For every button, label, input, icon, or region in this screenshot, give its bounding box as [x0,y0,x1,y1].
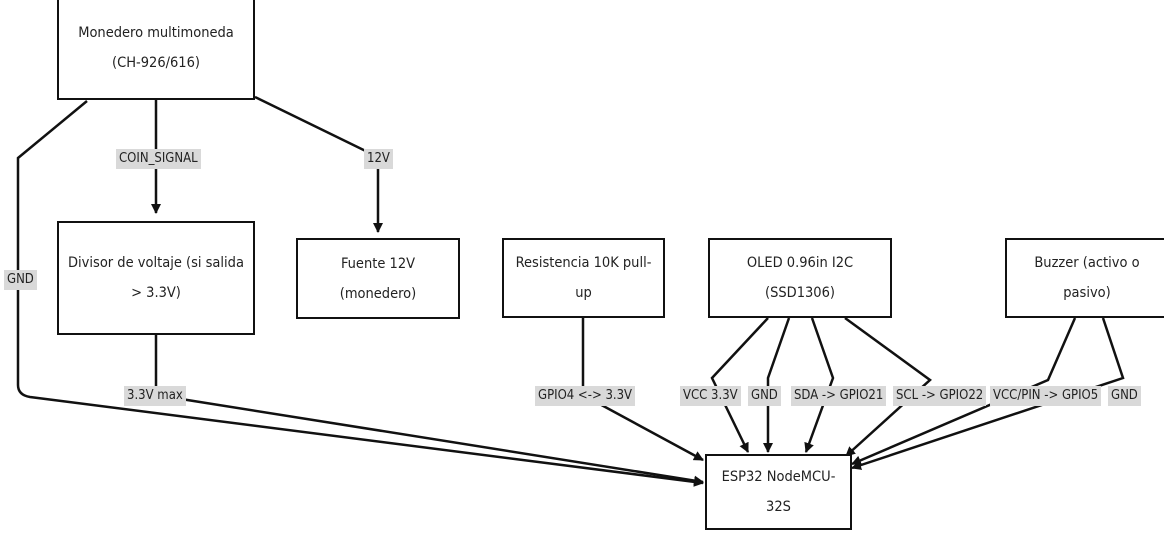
coin-acceptor-label: Monedero multimoneda (CH-926/616) [78,25,234,71]
edge-label-buzzer-vcc: VCC/PIN -> GPIO5 [990,386,1102,406]
pullup-resistor-label: Resistencia 10K pull-up [515,255,652,301]
voltage-divider-label: Divisor de voltaje (si salida > 3.3V) [68,255,244,301]
edge-label-oled-vcc: VCC 3.3V [680,386,741,406]
edge-label-oled-sda: SDA -> GPIO21 [791,386,887,406]
edge-label-buzzer-gnd: GND [1108,386,1141,406]
esp32-label: ESP32 NodeMCU-32S [721,469,836,515]
edge-label-gnd: GND [4,270,37,290]
voltage-divider-node: Divisor de voltaje (si salida > 3.3V) [57,221,255,335]
coin-acceptor-node: Monedero multimoneda (CH-926/616) [57,0,255,100]
edge-buzzer-vcc [851,317,1077,466]
buzzer-label: Buzzer (activo o pasivo) [1034,255,1140,301]
edge-3v3-max [154,335,704,486]
edge-oled-vcc [710,317,769,453]
pullup-resistor-node: Resistencia 10K pull-up [502,238,665,318]
power-supply-node: Fuente 12V (monedero) [296,238,460,319]
edge-label-coin-signal: COIN_SIGNAL [116,149,201,169]
edge-label-oled-gnd: GND [748,386,781,406]
edge-oled-sda [804,317,835,453]
power-supply-label: Fuente 12V (monedero) [339,255,417,302]
edge-12v [254,95,383,233]
edge-oled-scl [844,316,932,457]
edge-gnd-coin [16,100,704,487]
oled-display-node: OLED 0.96in I2C (SSD1306) [708,238,892,318]
edge-label-gpio4: GPIO4 <-> 3.3V [535,386,636,406]
edge-label-3v3-max: 3.3V max [124,386,186,406]
edge-label-12v: 12V [364,149,393,169]
oled-display-label: OLED 0.96in I2C (SSD1306) [746,255,854,301]
edge-buzzer-gnd [851,317,1125,470]
esp32-node: ESP32 NodeMCU-32S [705,454,852,530]
edge-label-oled-scl: SCL -> GPIO22 [893,386,987,406]
edge-oled-gnd [763,317,791,453]
buzzer-node: Buzzer (activo o pasivo) [1005,238,1164,318]
